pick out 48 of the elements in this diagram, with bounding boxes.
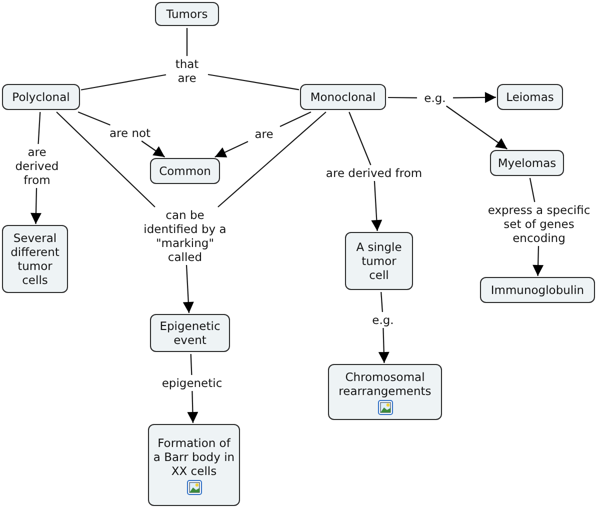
- connector-line: [38, 112, 41, 144]
- arrow: [453, 92, 496, 103]
- arrow: [30, 188, 42, 224]
- concept-box: [148, 424, 240, 506]
- connector-line: [348, 112, 372, 166]
- connector-line: [388, 96, 417, 98]
- concept-box: [490, 150, 564, 176]
- concept-box: [2, 225, 68, 293]
- arrow: [532, 246, 544, 276]
- concept-box: [150, 314, 230, 352]
- connector-line: [280, 112, 312, 127]
- arrow: [446, 106, 508, 150]
- connector-line: [218, 112, 326, 208]
- connector-line: [78, 112, 110, 126]
- arrow: [214, 141, 248, 158]
- concept-text: Chromosomal rearrangements: [338, 370, 432, 398]
- connector-line: [56, 112, 156, 208]
- concept-box: [155, 2, 219, 26]
- concept-text: Tumors: [166, 7, 208, 21]
- concept-box: [150, 158, 220, 184]
- concept-box: [328, 364, 442, 420]
- connector-line: [186, 28, 188, 56]
- arrow: [182, 264, 194, 314]
- concept-text: Formation of a Barr body in XX cells: [153, 436, 235, 478]
- concept-box: [2, 84, 80, 110]
- concept-box: [345, 232, 413, 290]
- connector-line: [529, 178, 536, 202]
- linking-phrase: can be identified by a "marking" called: [143, 208, 227, 264]
- concept-text: A single tumor cell: [355, 240, 403, 282]
- concept-text: Several different tumor cells: [10, 231, 60, 287]
- concept-text: Leiomas: [506, 90, 554, 104]
- arrow: [371, 180, 382, 232]
- concept-box: [497, 84, 563, 110]
- concept-box: [480, 277, 595, 303]
- concept-text: Immunoglobulin: [490, 283, 584, 297]
- arrow: [378, 328, 390, 364]
- concept-text: Epigenetic event: [158, 319, 222, 347]
- connector-line: [208, 74, 300, 90]
- connector-line: [80, 74, 166, 90]
- arrow: [187, 390, 198, 424]
- concept-text: Polyclonal: [12, 90, 70, 104]
- concept-box: [300, 84, 386, 110]
- connector-line: [380, 292, 383, 312]
- connector-line: [190, 354, 192, 376]
- concept-text: Myelomas: [498, 156, 556, 170]
- concept-text: Common: [159, 164, 211, 178]
- concept-text: Monoclonal: [310, 90, 376, 104]
- arrow: [141, 140, 166, 158]
